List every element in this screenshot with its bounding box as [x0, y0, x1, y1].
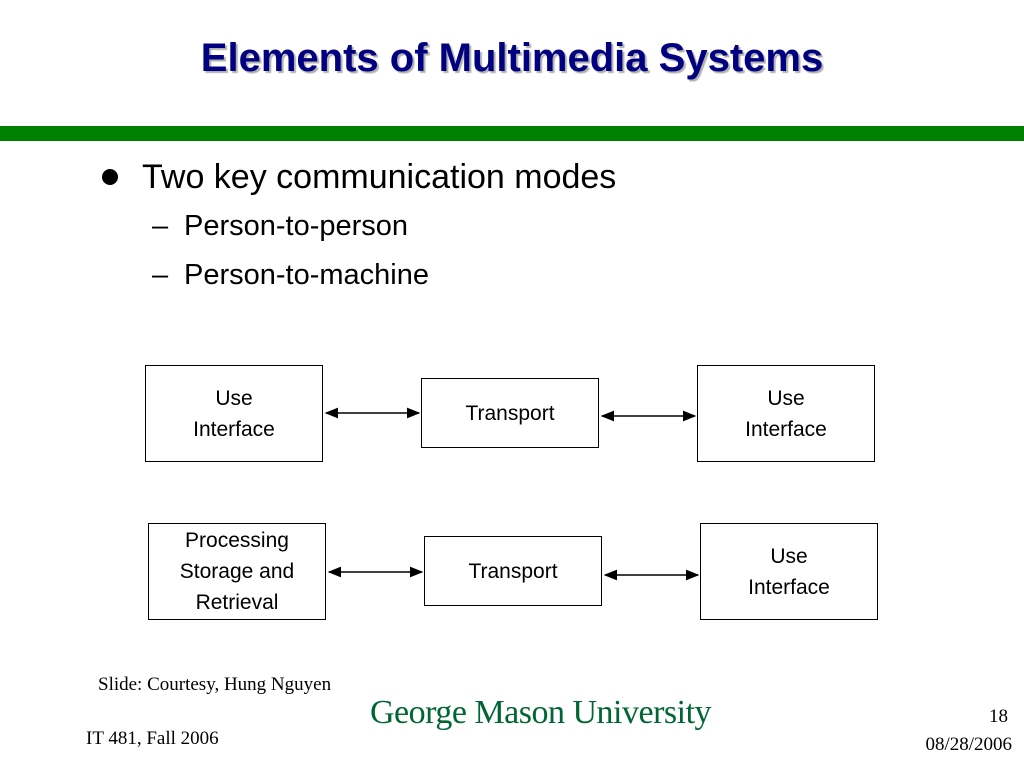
courtesy-note: Slide: Courtesy, Hung Nguyen — [98, 674, 332, 695]
row1-right-box: Use Interface — [697, 365, 875, 462]
sub-item-person-to-machine: – Person-to-machine — [152, 259, 429, 292]
page-number: 18 — [989, 706, 1008, 727]
bullet-dot-icon — [102, 169, 118, 185]
row2-right-box: Use Interface — [700, 523, 878, 620]
green-divider — [0, 126, 1024, 141]
row1-left-box: Use Interface — [145, 365, 323, 462]
sub-item-text: Person-to-machine — [184, 259, 429, 291]
row2-transport-box: Transport — [424, 536, 602, 606]
university-logo: George Mason University — [370, 694, 712, 731]
course-label: IT 481, Fall 2006 — [86, 728, 219, 749]
bullet-item: Two key communication modes — [100, 154, 616, 200]
sub-item-text: Person-to-person — [184, 210, 409, 242]
row1-transport-box: Transport — [421, 378, 599, 448]
row2-left-box: Processing Storage and Retrieval — [148, 523, 326, 620]
dash-icon: – — [152, 210, 169, 242]
bullet-text: Two key communication modes — [142, 157, 617, 196]
slide-title: Elements of Multimedia Systems — [200, 36, 824, 80]
sub-item-person-to-person: – Person-to-person — [152, 210, 408, 243]
dash-icon: – — [152, 259, 169, 291]
slide-date: 08/28/2006 — [925, 734, 1012, 755]
